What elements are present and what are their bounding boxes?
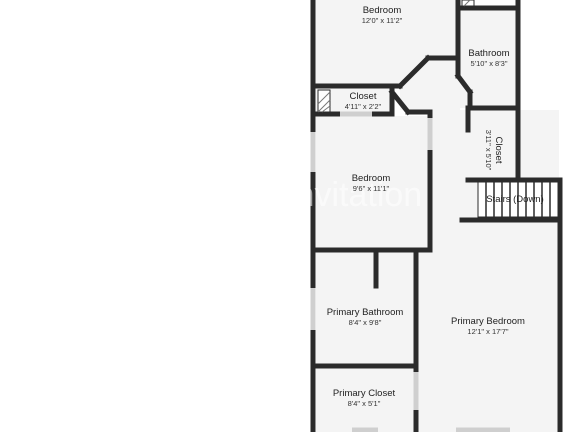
room-dim-bathroom: 5'10" x 8'3" xyxy=(471,59,508,68)
room-dim-closet-right: 3'11" x 5'10" xyxy=(484,130,493,171)
room-dim-primary-closet: 8'4" x 5'1" xyxy=(348,399,381,408)
room-dim-bedroom-top: 12'0" x 11'2" xyxy=(362,16,403,25)
room-name-primary-bedroom: Primary Bedroom xyxy=(451,316,525,327)
room-label-closet-right: Closet 3'11" x 5'10" xyxy=(484,130,504,171)
openings xyxy=(310,111,510,432)
room-name-primary-closet: Primary Closet xyxy=(333,388,396,399)
room-fills xyxy=(313,0,559,432)
watermark: invitation xyxy=(288,176,422,214)
hatch-marks xyxy=(317,0,475,113)
room-name-closet-right: Closet xyxy=(493,137,504,164)
room-labels: Bedroom 12'0" x 11'2" Bathroom 5'10" x 8… xyxy=(327,5,544,408)
room-name-primary-bathroom: Primary Bathroom xyxy=(327,307,404,318)
room-name-closet-small: Closet xyxy=(350,91,377,102)
stairs-treads xyxy=(477,180,559,218)
room-name-bedroom-mid: Bedroom xyxy=(352,173,391,184)
room-name-bedroom-top: Bedroom xyxy=(363,5,402,16)
room-dim-primary-bathroom: 8'4" x 9'8" xyxy=(349,318,382,327)
room-dim-primary-bedroom: 12'1" x 17'7" xyxy=(467,327,508,336)
room-dim-bedroom-mid: 9'6" x 11'1" xyxy=(353,184,390,193)
room-name-stairs: Stairs (Down) xyxy=(486,194,544,205)
room-name-bathroom: Bathroom xyxy=(468,48,509,59)
room-dim-closet-small: 4'11" x 2'2" xyxy=(345,102,382,111)
